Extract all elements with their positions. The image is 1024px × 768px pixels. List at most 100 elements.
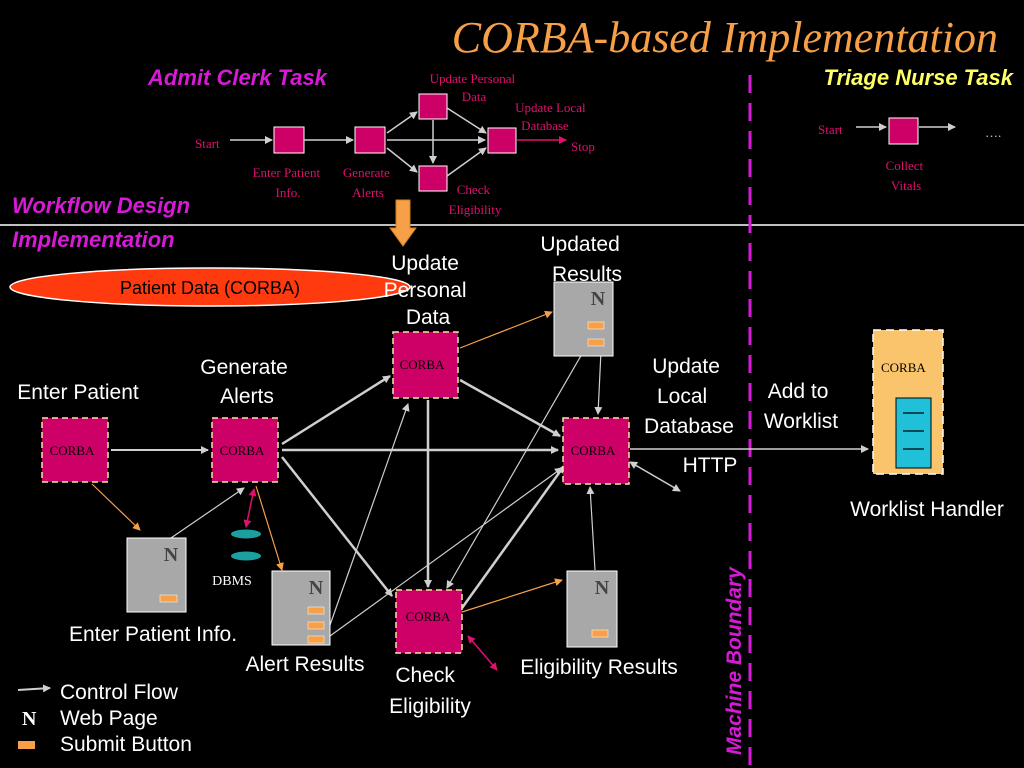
add-to-worklist-label: Add to Worklist xyxy=(764,380,838,433)
generate-alerts-label: Generate Alerts xyxy=(343,165,393,200)
flow-arrow xyxy=(91,483,141,531)
patient-data-label: Patient Data (CORBA) xyxy=(120,278,300,298)
svg-text:CORBA: CORBA xyxy=(571,443,616,458)
legend-submit-button: Submit Button xyxy=(60,733,192,756)
corba-node-update-local[interactable]: CORBA xyxy=(562,417,630,485)
flow-arrow xyxy=(167,487,245,541)
corba-node-update-personal[interactable]: CORBA xyxy=(392,331,459,399)
flow-arrow xyxy=(586,486,596,571)
admit-start-label: Start xyxy=(195,136,220,151)
triage-start-label: Start xyxy=(818,122,843,137)
update-local-impl-label: Update Local Database xyxy=(644,355,734,438)
flow-arrow xyxy=(460,465,566,609)
flow-arrow xyxy=(459,378,561,438)
svg-text:CORBA: CORBA xyxy=(881,360,926,375)
svg-text:CORBA: CORBA xyxy=(400,357,445,372)
flow-arrow xyxy=(281,374,391,446)
workflow-design-label: Workflow Design xyxy=(12,193,190,218)
flow-arrow xyxy=(329,403,410,626)
admit-clerk-heading: Admit Clerk Task xyxy=(147,65,329,90)
corba-node-enter-patient[interactable]: CORBA xyxy=(41,417,109,483)
flow-arrow xyxy=(386,147,418,173)
check-eligibility-node xyxy=(418,165,448,192)
continuation-dots: …. xyxy=(985,125,1001,140)
update-local-node xyxy=(487,127,517,154)
worklist-handler-box[interactable]: CORBA xyxy=(872,329,944,475)
control-flow-icon xyxy=(17,684,51,693)
enter-patient-impl-label: Enter Patient xyxy=(17,381,139,404)
dbms-icon xyxy=(231,529,261,539)
submit-button xyxy=(307,621,325,630)
flow-arrow xyxy=(459,310,553,349)
patient-data-ellipse xyxy=(9,267,411,307)
svg-text:CORBA: CORBA xyxy=(50,443,95,458)
update-personal-label: Update Personal Data xyxy=(430,71,519,104)
submit-button xyxy=(587,321,605,330)
legend-control-flow: Control Flow xyxy=(60,681,179,704)
design-to-implementation-arrow xyxy=(389,199,417,247)
generate-alerts-node xyxy=(354,126,386,154)
submit-button-icon xyxy=(18,741,35,749)
web-page-glyph: N xyxy=(309,577,324,599)
svg-text:CORBA: CORBA xyxy=(406,609,451,624)
dbms-label: DBMS xyxy=(212,574,252,589)
eligibility-results-label: Eligibility Results xyxy=(520,656,678,679)
check-eligibility-label: Check Eligibility xyxy=(449,182,502,217)
flow-arrow xyxy=(255,485,284,571)
legend-web-page: Web Page xyxy=(60,707,158,730)
web-page-glyph: N xyxy=(595,577,610,599)
update-local-label: Update Local Database xyxy=(515,100,589,133)
dbms-link xyxy=(243,488,257,528)
submit-button xyxy=(591,629,609,638)
svg-text:CORBA: CORBA xyxy=(220,443,265,458)
orange-flows xyxy=(91,310,563,613)
implementation-label: Implementation xyxy=(12,227,175,252)
stop-label: Stop xyxy=(571,139,595,154)
triage-workflow: Start …. Collect Vitals xyxy=(818,117,1001,193)
flow-arrow xyxy=(329,467,563,637)
flow-arrow xyxy=(446,339,591,589)
collect-vitals-label: Collect Vitals xyxy=(886,158,927,193)
web-page-enter-patient-info[interactable]: N xyxy=(126,537,187,613)
submit-button xyxy=(587,338,605,347)
legend: Control Flow N Web Page Submit Button xyxy=(17,681,192,756)
web-page-updated-results[interactable]: N xyxy=(553,281,614,357)
http-arrow xyxy=(629,461,681,492)
enter-patient-node xyxy=(273,126,305,154)
enter-patient-info-label: Enter Patient Info. xyxy=(69,623,237,646)
submit-button xyxy=(159,594,178,603)
http-label: HTTP xyxy=(683,454,738,477)
corba-node-generate-alerts[interactable]: CORBA xyxy=(211,417,279,483)
submit-button xyxy=(307,606,325,615)
enter-patient-label: Enter Patient Info. xyxy=(253,165,324,200)
implementation-flows xyxy=(111,329,869,637)
collect-vitals-node xyxy=(888,117,919,145)
generate-alerts-impl-label: Generate Alerts xyxy=(200,356,293,408)
flow-arrow xyxy=(446,107,487,134)
updated-results-label: Updated Results xyxy=(540,233,625,286)
alert-results-label: Alert Results xyxy=(245,653,364,676)
machine-boundary-label: Machine Boundary xyxy=(723,566,746,755)
web-page-glyph: N xyxy=(591,288,606,310)
worklist-list-icon xyxy=(895,397,932,469)
triage-nurse-heading: Triage Nurse Task xyxy=(823,65,1014,90)
worklist-handler-label: Worklist Handler xyxy=(850,498,1004,521)
flow-arrow xyxy=(386,111,418,134)
submit-button xyxy=(307,635,325,644)
web-page-eligibility-results[interactable]: N xyxy=(566,570,618,648)
dbms-icon xyxy=(231,551,261,561)
eligibility-dbms-link xyxy=(467,635,498,671)
update-personal-node xyxy=(418,93,448,120)
check-eligibility-impl-label: Check Eligibility xyxy=(389,664,471,718)
slide-title: CORBA-based Implementation xyxy=(452,13,998,62)
web-page-alert-results[interactable]: N xyxy=(271,570,331,646)
flow-arrow xyxy=(446,147,487,177)
flow-arrow xyxy=(281,456,393,597)
corba-node-check-eligibility[interactable]: CORBA xyxy=(395,589,463,654)
admit-workflow: Start Update Personal Data Update Local … xyxy=(195,71,595,217)
web-page-icon: N xyxy=(22,708,37,730)
update-personal-impl-label: Update Personal Data xyxy=(384,252,473,329)
web-page-glyph: N xyxy=(164,544,179,566)
